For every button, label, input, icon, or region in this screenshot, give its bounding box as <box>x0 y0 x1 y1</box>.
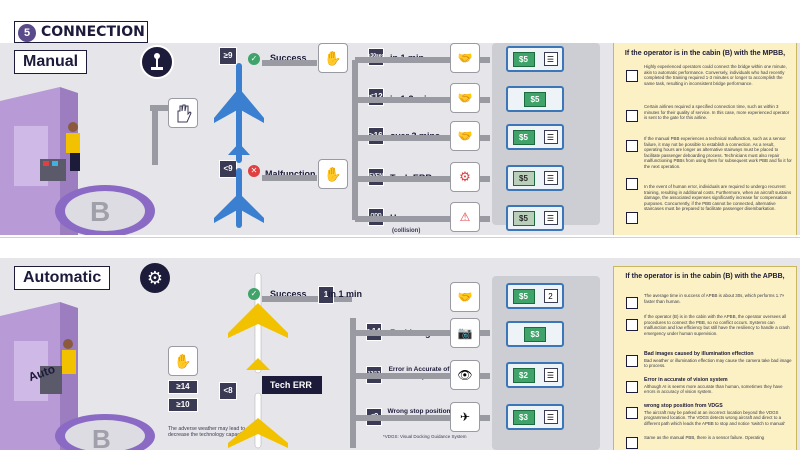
automatic-outcome-success: Success <box>270 289 307 299</box>
manual-collision-note: (collision) <box>392 228 421 234</box>
section-number: 5 <box>18 23 36 42</box>
automatic-notes-panel: If the operator is in the cabin (B) with… <box>613 266 797 450</box>
automatic-weather-tile-1: ≥14 <box>168 380 198 394</box>
section-header: 5 CONNECTION <box>14 21 148 43</box>
manual-notes-title: If the operator is in the cabin (B) with… <box>624 50 786 57</box>
manual-note-checkbox-3[interactable] <box>626 140 638 152</box>
manual-handshake-tile-1: 🤝 <box>450 43 480 73</box>
automatic-note-1: The average time in success of APBB is a… <box>644 293 785 304</box>
manual-cash-4: $5☰ <box>506 165 564 191</box>
automatic-tech-err-banner <box>262 376 322 394</box>
automatic-vdgs-note: *VDGS: Visual Docking Guidance System <box>383 434 467 439</box>
manual-cash-1: $5☰ <box>506 46 564 72</box>
automatic-tech-err-label: Tech ERR <box>270 380 312 390</box>
automatic-note-checkbox-1[interactable] <box>626 297 638 309</box>
automatic-note-checkbox-5[interactable] <box>626 407 638 419</box>
section-title: CONNECTION <box>41 24 145 40</box>
manual-handshake-tile-2: 🤝 <box>450 83 480 113</box>
manual-outcome-success: Success <box>270 53 307 63</box>
manual-timer-1: ≥9 <box>219 47 237 65</box>
manual-success-check-icon: ✓ <box>248 53 260 65</box>
automatic-cash-3: $2☰ <box>506 362 564 388</box>
manual-note-checkbox-2[interactable] <box>626 110 638 122</box>
manual-gear-warning-tile: ⚙ <box>450 162 480 192</box>
manual-note-4: In the event of human error, individuals… <box>644 184 792 211</box>
manual-mode-icon <box>140 45 174 79</box>
automatic-note-checkbox-2[interactable] <box>626 319 638 331</box>
automatic-mode-icon: ⚙ <box>140 263 170 293</box>
manual-note-1: Highly experienced operators could conne… <box>644 64 787 86</box>
manual-human-error-tile: ⚠ <box>450 202 480 232</box>
manual-plane-icon <box>214 63 264 228</box>
automatic-note-checkbox-3[interactable] <box>626 355 638 367</box>
automatic-hand-tile: ✋ <box>168 346 198 376</box>
automatic-stop-position-tile: ✈ <box>450 402 480 432</box>
automatic-note-checkbox-4[interactable] <box>626 381 638 393</box>
manual-notes-panel: If the operator is in the cabin (B) with… <box>613 43 797 235</box>
manual-cash-2: $5 <box>506 86 564 112</box>
manual-hands-tile-1: ✋ <box>318 43 348 73</box>
manual-handshake-tile-3: 🤝 <box>450 121 480 151</box>
automatic-timer-1: <8 <box>219 382 237 400</box>
manual-note-2: Certain airlines required a specified co… <box>644 104 790 120</box>
manual-hand-tile <box>168 98 198 128</box>
automatic-panel: Automatic ⚙ Auto B ✋ ≥14 ≥10 The adverse… <box>0 258 800 450</box>
manual-panel: Manual B ≥9 <9 ✓ ✕ Success Malfunction ✋ <box>0 43 800 235</box>
automatic-success-check-icon: ✓ <box>248 288 260 300</box>
automatic-cabin-letter: B <box>92 424 111 450</box>
manual-mode-label: Manual <box>14 50 88 74</box>
manual-timer-2: <9 <box>219 160 237 178</box>
automatic-step-1: 1 <box>318 286 334 304</box>
automatic-note-3: Bad images caused by illumination effect… <box>644 351 792 368</box>
automatic-branch-1-label: in 1 min <box>328 289 363 299</box>
manual-cabin-illustration <box>0 87 155 235</box>
manual-note-checkbox-4[interactable] <box>626 178 638 190</box>
manual-cash-3: $5☰ <box>506 124 564 150</box>
automatic-handshake-tile: 🤝 <box>450 282 480 312</box>
manual-cabin-letter: B <box>90 196 111 227</box>
automatic-notes-title: If the operator is in the cabin (B) with… <box>625 273 785 280</box>
joystick-icon <box>151 53 163 70</box>
automatic-camera-tile: 📷 <box>450 318 480 348</box>
manual-hands-tile-2: ✋ <box>318 159 348 189</box>
automatic-note-2: If the operator (B) is in the cabin with… <box>644 314 790 336</box>
automatic-cash-4: $3☰ <box>506 404 564 430</box>
manual-malfunction-x-icon: ✕ <box>248 165 260 177</box>
manual-note-checkbox-1[interactable] <box>626 70 638 82</box>
automatic-weather-note: The adverse weather may lead to decrease… <box>168 426 245 438</box>
manual-cash-5: $5☰ <box>506 205 564 231</box>
automatic-note-6: Same as the manual PBB, there is a senso… <box>644 435 765 440</box>
automatic-mode-label: Automatic <box>14 266 111 290</box>
automatic-weather-tile-2: ≥10 <box>168 398 198 412</box>
automatic-note-checkbox-6[interactable] <box>626 437 638 449</box>
automatic-vision-tile: 👁 <box>450 360 480 390</box>
manual-note-checkbox-5[interactable] <box>626 212 638 224</box>
automatic-cabin-illustration <box>0 302 155 450</box>
manual-outcome-malfunction: Malfunction <box>265 169 316 179</box>
manual-note-3: If the manual PBB experiences a technica… <box>644 136 792 169</box>
automatic-cash-2: $3 <box>506 321 564 347</box>
hand-icon <box>177 104 192 123</box>
